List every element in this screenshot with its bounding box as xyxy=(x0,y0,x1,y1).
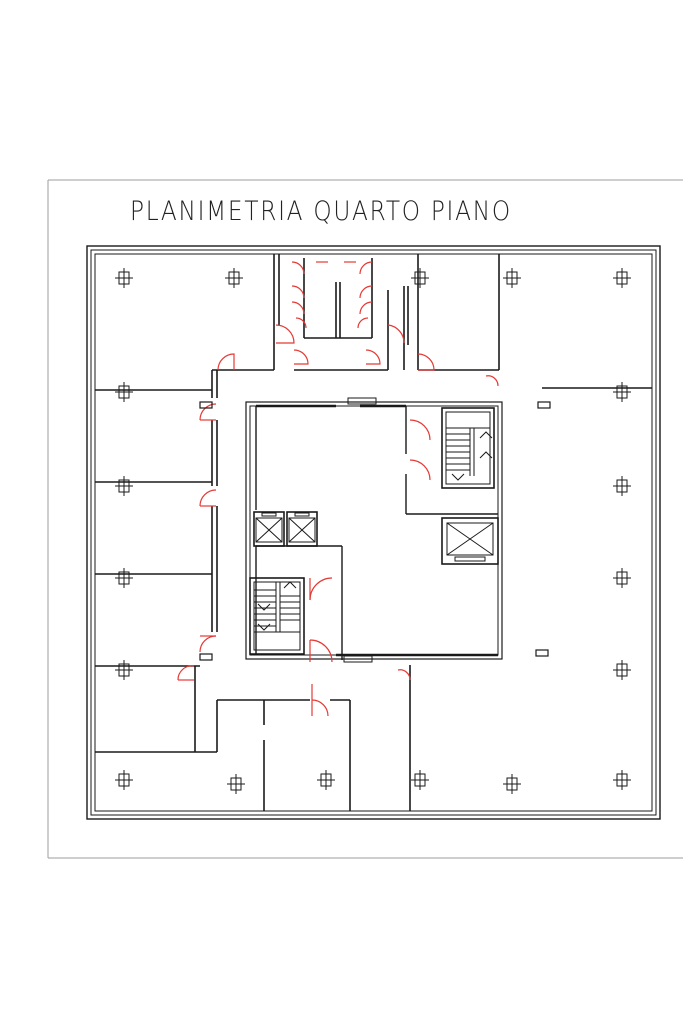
doors xyxy=(177,261,499,717)
column-marker-icon xyxy=(225,268,243,288)
staircase-right xyxy=(441,407,495,489)
column-marker-icon xyxy=(613,770,631,790)
column-marker-icon xyxy=(503,268,521,288)
outer-walls xyxy=(86,245,661,820)
column-marker-icon xyxy=(115,268,133,288)
central-core xyxy=(245,397,503,663)
column-marker-icon xyxy=(115,476,133,496)
column-marker-icon xyxy=(227,774,245,794)
sheet-frame xyxy=(47,179,683,859)
column-marker-icon xyxy=(613,568,631,588)
column-marker-icon xyxy=(503,774,521,794)
column-marker-icon xyxy=(613,268,631,288)
stair-arrow-icon xyxy=(479,431,493,439)
elevator-right xyxy=(441,517,499,565)
column-marker-icon xyxy=(613,382,631,402)
elevator-icon xyxy=(454,556,486,562)
column-marker-icon xyxy=(411,770,429,790)
column-marker-icon xyxy=(115,568,133,588)
elevators-left xyxy=(253,511,318,547)
column-marker-icon xyxy=(613,476,631,496)
drawing-title: PLANIMETRIA QUARTO PIANO xyxy=(130,196,512,227)
column-marker-icon xyxy=(115,770,133,790)
column-marker-icon xyxy=(317,770,335,790)
vent-grilles xyxy=(199,401,551,661)
staircase-left xyxy=(249,577,305,655)
columns xyxy=(115,268,631,794)
column-marker-icon xyxy=(613,660,631,680)
column-marker-icon xyxy=(115,660,133,680)
column-marker-icon xyxy=(411,268,429,288)
interior-partitions xyxy=(95,254,652,811)
column-marker-icon xyxy=(115,382,133,402)
